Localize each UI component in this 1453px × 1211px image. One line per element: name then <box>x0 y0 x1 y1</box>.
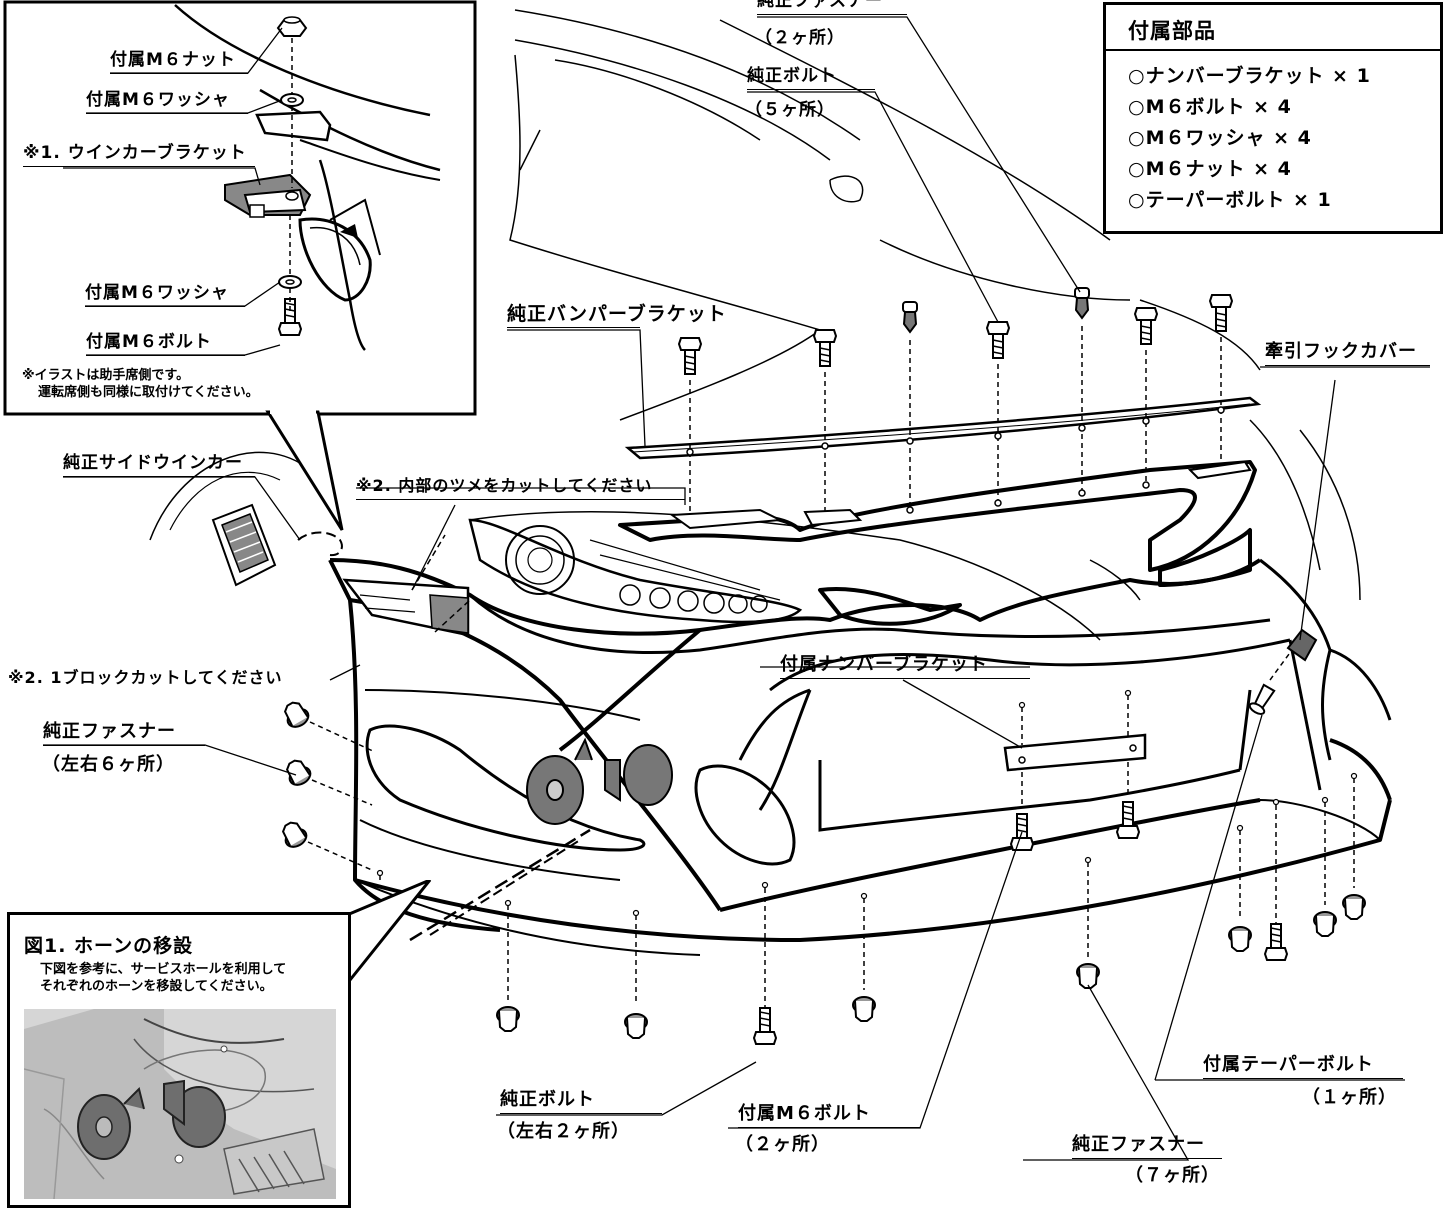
label-bumper-bracket: 純正バンパーブラケット <box>507 304 726 328</box>
lower-bolts <box>753 923 1288 1045</box>
label-fastener-left-count: （左右６ヶ所） <box>42 754 175 775</box>
label-side-winker: 純正サイドウインカー <box>63 453 255 477</box>
label-fastener-top: 純正ファスナー <box>757 0 907 15</box>
top-bolts <box>678 287 1233 375</box>
side-winker-part <box>211 503 277 587</box>
included-parts-list: ○ナンバーブラケット × 1 ○M６ボルト × 4 ○M６ワッシャ × 4 ○M… <box>1106 51 1440 216</box>
label-bolt-top-count: （５ヶ所） <box>745 100 835 120</box>
label-inset-bolt: 付属M６ボルト <box>86 332 245 356</box>
included-parts-title: 付属部品 <box>1106 5 1440 51</box>
inset-note-line1: ※イラストは助手席側です。 <box>22 368 190 383</box>
label-taper-bolt-count: （１ヶ所） <box>1302 1087 1397 1108</box>
label-inset-washer-top: 付属M６ワッシャ <box>86 90 248 114</box>
label-inset-washer-bottom: 付属M６ワッシャ <box>85 283 245 307</box>
parts-item: ○ナンバーブラケット × 1 <box>1128 65 1371 87</box>
bumper-turn-signal <box>342 578 470 637</box>
left-wheel-arch <box>149 451 311 541</box>
label-bolt-top: 純正ボルト <box>747 66 875 90</box>
label-bolt-bottom: 純正ボルト <box>500 1090 662 1114</box>
horn-relocation-figure: 図1. ホーンの移設 下図を参考に、サービスホールを利用して それぞれのホーンを… <box>7 912 351 1208</box>
horn-figure-description: 下図を参考に、サービスホールを利用して それぞれのホーンを移設してください。 <box>40 961 286 995</box>
label-fastener-bottom: 純正ファスナー <box>1072 1135 1222 1159</box>
parts-item: ○M６ボルト × 4 <box>1128 96 1292 118</box>
horn-photo <box>24 1009 336 1199</box>
horn-visible <box>526 737 673 825</box>
label-fastener-top-count: （２ヶ所） <box>755 28 845 48</box>
bumper-bracket-part <box>624 396 1262 460</box>
headlight <box>468 518 803 624</box>
parts-item: ○M６ナット × 4 <box>1128 158 1292 180</box>
horn-desc-line1: 下図を参考に、サービスホールを利用して <box>40 962 287 977</box>
label-m6-bolt: 付属M６ボルト <box>738 1104 920 1128</box>
inset-note-line2: 運転席側も同様に取付けてください。 <box>38 385 259 400</box>
label-m6-bolt-count: （２ヶ所） <box>735 1134 830 1155</box>
label-bolt-bottom-count: （左右２ヶ所） <box>497 1121 630 1142</box>
parts-item: ○テーパーボルト × 1 <box>1128 189 1332 211</box>
label-fastener-bottom-count: （７ヶ所） <box>1125 1165 1220 1186</box>
number-bracket-part <box>1003 733 1147 772</box>
horn-figure-title: 図1. ホーンの移設 <box>24 935 194 957</box>
inset-panel <box>3 0 477 531</box>
included-parts-box: 付属部品 ○ナンバーブラケット × 1 ○M６ボルト × 4 ○M６ワッシャ ×… <box>1103 2 1443 234</box>
front-bumper-body <box>328 460 1392 942</box>
label-taper-bolt: 付属テーパーボルト <box>1203 1055 1403 1079</box>
label-inset-bracket: ※1. ウインカーブラケット <box>23 143 255 167</box>
label-tow-hook-cover: 牽引フックカバー <box>1265 342 1430 366</box>
label-note2-claw: ※2. 内部のツメをカットしてください <box>356 476 685 500</box>
label-fastener-left: 純正ファスナー <box>43 722 205 746</box>
label-note2-block: ※2. 1ブロックカットしてください <box>8 668 283 687</box>
horn-desc-line2: それぞれのホーンを移設してください。 <box>40 979 273 994</box>
label-number-bracket: 付属ナンバーブラケット <box>780 655 1030 679</box>
parts-item: ○M６ワッシャ × 4 <box>1128 127 1312 149</box>
lower-fasteners <box>496 894 1366 1039</box>
taper-bolt-part <box>1248 628 1318 715</box>
label-inset-nut: 付属M６ナット <box>110 50 248 74</box>
